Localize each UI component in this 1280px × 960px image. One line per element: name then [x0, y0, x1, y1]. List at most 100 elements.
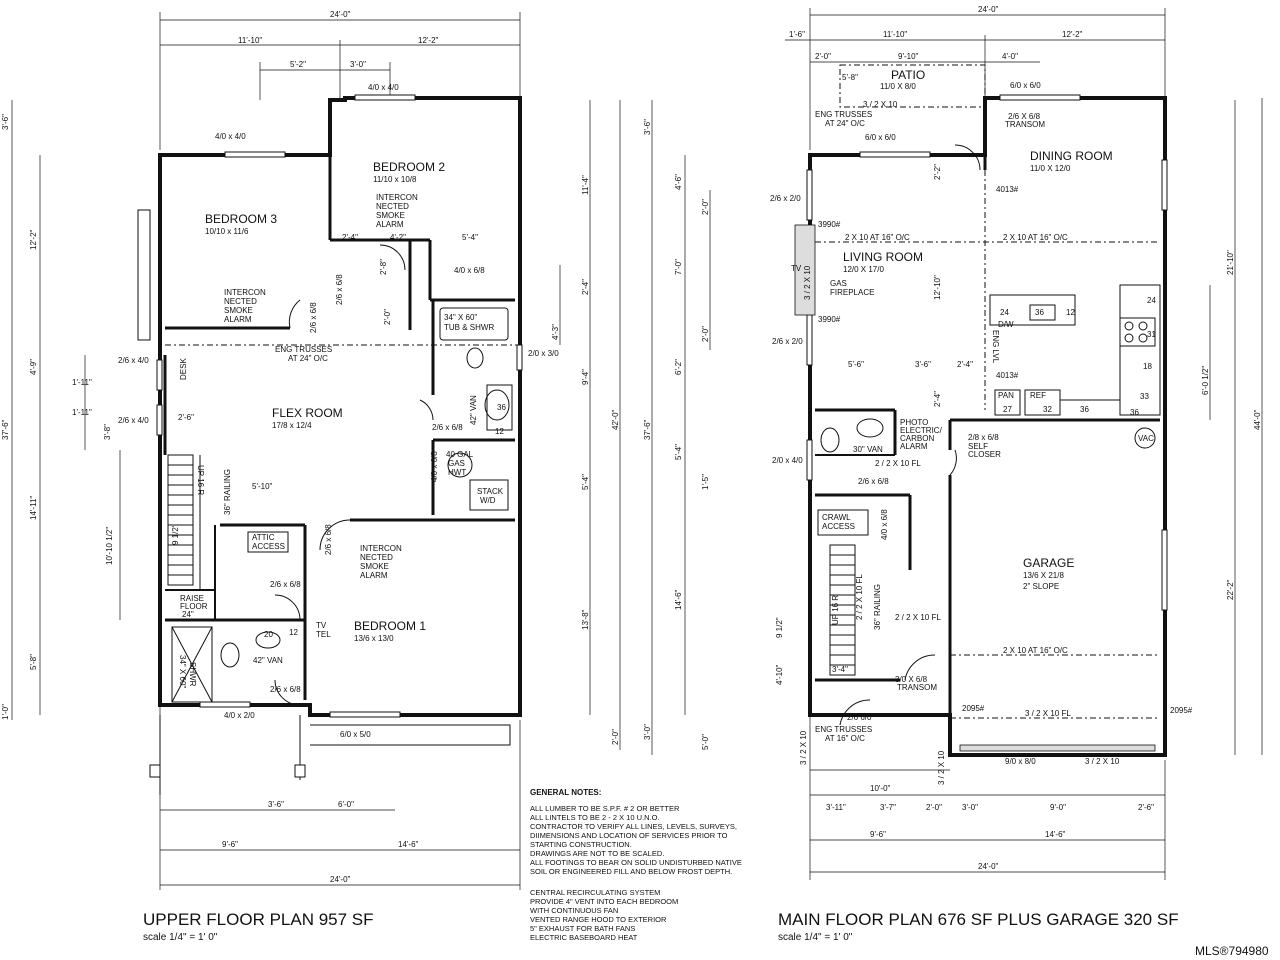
dim: 3'-4": [832, 665, 848, 674]
note-line: PROVIDE 4" VENT INTO EACH BEDROOM: [530, 897, 678, 906]
door-size: 2/6 x 6/8: [858, 477, 889, 486]
dim: 11'-10": [883, 30, 907, 39]
door-size: 2/8 x 6/8: [968, 433, 999, 442]
kitchen-island: [989, 294, 1076, 326]
joist-label: 2 X 10 AT 16" O/C: [1003, 646, 1068, 655]
pantry-label: PAN: [998, 391, 1014, 400]
main-dims-top: 24'-0" 1'-6" 11'-10" 12'-2" 2'-0" 9'-10"…: [785, 5, 1166, 150]
shower-label: 34" X 60": [178, 655, 187, 688]
window-code: 4013#: [996, 371, 1019, 380]
room-name-bedroom-1: BEDROOM 1: [354, 619, 426, 633]
dim: 2'-0": [701, 199, 710, 215]
dim: 2'-0": [383, 309, 392, 325]
note-line: STARTING CONSTRUCTION.: [530, 840, 632, 849]
room-size: 12/0 X 17/0: [843, 265, 884, 274]
window-size: 6/0 x 6/0: [865, 133, 896, 142]
vanity-label: 42" VAN: [253, 656, 283, 665]
dim: 10'-0": [870, 784, 891, 793]
door-size: 2/6 6/0: [847, 713, 872, 722]
tel-label: TEL: [316, 630, 331, 639]
door-swing: [954, 144, 981, 171]
upper-exterior-wall: [158, 96, 522, 717]
dim: 5'-6": [848, 360, 864, 369]
room-size: 11/0 X 12/0: [1030, 164, 1071, 173]
dim: 2'-6": [178, 413, 194, 422]
main-floor-scale: scale 1/4" = 1' 0": [778, 932, 853, 943]
toilet-fixture: [466, 347, 484, 369]
trusses-spacing: AT 24" O/C: [825, 119, 865, 128]
attic-hatch: [247, 531, 289, 553]
note-line: CENTRAL RECIRCULATING SYSTEM: [530, 888, 660, 897]
window-code: 4013#: [996, 185, 1019, 194]
kitchen-sink: [1029, 304, 1056, 321]
upper-stairs: [167, 454, 201, 590]
window-size: 2/6 x 2/0: [770, 194, 801, 203]
beam-label: 3 / 2 X 10: [803, 265, 812, 300]
sink-fixture: [255, 631, 281, 649]
dim: 21'-10": [1226, 250, 1235, 275]
joist-label: 2 X 10 AT 16" O/C: [1003, 233, 1068, 242]
door-size: 2/6 x 6/8: [270, 580, 301, 589]
svg-text:SMOKE: SMOKE: [376, 211, 405, 220]
main-stairs: [817, 509, 869, 676]
window-size: 4/0 x 4/0: [215, 132, 246, 141]
dim: 2'-8": [379, 259, 388, 275]
refrigerator: [1024, 389, 1061, 416]
dim: 5'-8": [29, 654, 38, 670]
dim: 2'-6": [1138, 803, 1154, 812]
water-heater-label: 40 GAL: [446, 450, 474, 459]
notes-heading: GENERAL NOTES:: [530, 788, 601, 797]
window: [156, 404, 163, 436]
smoke-alarm-note: INTERCON NECTED SMOKE ALARM: [360, 544, 402, 580]
window: [806, 314, 813, 366]
shower-label: SHWR: [188, 662, 197, 687]
main-exterior-wall: [808, 96, 1167, 757]
eng-lvl-label: ENG LVL: [991, 330, 1000, 364]
window: [354, 94, 416, 101]
note-line: CONTRACTOR TO VERIFY ALL LINES, LEVELS, …: [530, 822, 737, 831]
dim: 2'-0": [611, 729, 620, 745]
dim: 5'-4": [674, 444, 683, 460]
dim: 5'-4": [462, 233, 478, 242]
note-line: ALL LINTELS TO BE 2 - 2 X 10 U.N.O.: [530, 813, 660, 822]
upper-floor-plan: 24'-0" 11'-10" 12'-2" 5'-2" 3'-0": [1, 10, 621, 943]
dim: 14'-6": [398, 840, 419, 849]
attic-label: ATTIC: [252, 533, 275, 542]
upper-floor-scale: scale 1/4" = 1' 0": [143, 932, 218, 943]
window-size: 6/0 x 6/0: [1010, 81, 1041, 90]
door-swing: [274, 594, 301, 621]
dim: 24'-0": [330, 10, 351, 19]
window-size: 6/0 x 5/0: [340, 730, 371, 739]
door-swing: [319, 519, 351, 551]
dim: 3'-6": [268, 800, 284, 809]
dim: 4'-2": [390, 233, 406, 242]
raise-floor-label: 24": [182, 610, 194, 619]
door-swing: [839, 699, 871, 726]
trusses-spacing: AT 16" O/C: [825, 734, 865, 743]
tub-label: TUB & SHWR: [444, 323, 494, 332]
window: [199, 701, 251, 708]
dim: 3'-7": [880, 803, 896, 812]
tub-fixture: [439, 307, 509, 341]
svg-text:NECTED: NECTED: [376, 202, 409, 211]
counter-dim: 36: [1080, 405, 1089, 414]
dim: 9'-6": [870, 830, 886, 839]
dim: 6'-0 1/2": [1201, 366, 1210, 395]
window-bay: [137, 209, 151, 341]
refrigerator-label: REF: [1030, 391, 1046, 400]
crawl-label: ACCESS: [822, 522, 855, 531]
dim: 24'-0": [978, 862, 999, 871]
note-line: WITH CONTINUOUS FAN: [530, 906, 618, 915]
door-swing: [949, 449, 957, 476]
window-size: 2/6 x 4/0: [118, 416, 149, 425]
dim: 24'-0": [978, 5, 999, 14]
dim: 1'-11": [72, 378, 92, 387]
note-line: 5" EXHAUST FOR BATH FANS: [530, 924, 635, 933]
svg-text:INTERCON: INTERCON: [376, 193, 418, 202]
svg-text:INTERCON: INTERCON: [360, 544, 402, 553]
dim: 2'-2": [933, 164, 942, 180]
door-size: 2/6 x 6/8: [335, 274, 344, 305]
door-swing: [288, 299, 301, 329]
main-floor-title: MAIN FLOOR PLAN 676 SF PLUS GARAGE 320 S…: [778, 910, 1179, 929]
dim: 5'-2": [290, 60, 306, 69]
